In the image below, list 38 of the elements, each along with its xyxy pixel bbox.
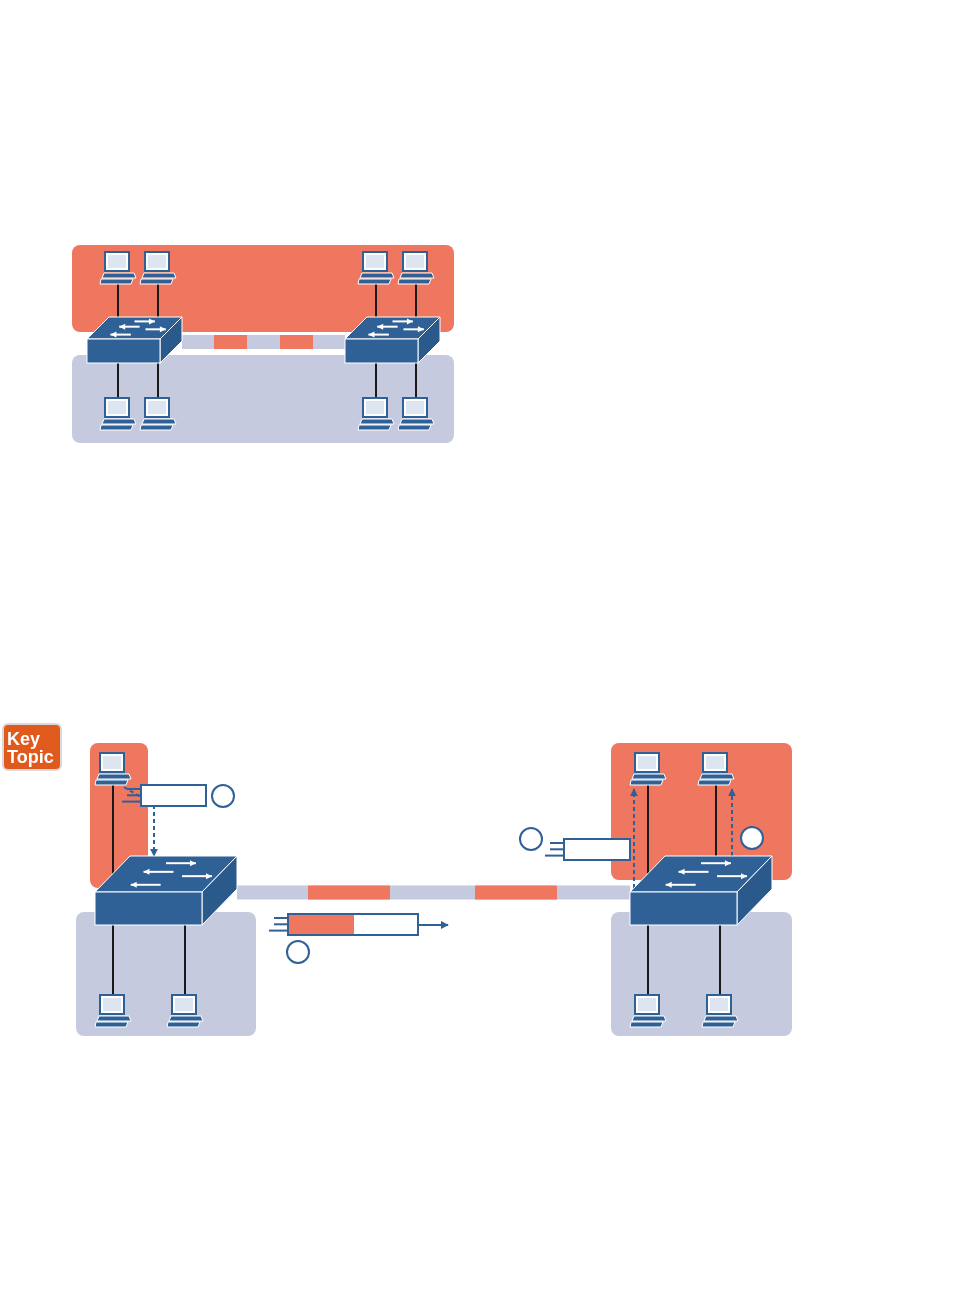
cable-line [157, 362, 159, 399]
computer-icon [139, 251, 177, 285]
computer-icon [139, 397, 177, 431]
computer-icon [94, 752, 132, 786]
switch-icon [86, 316, 183, 364]
cable-line [415, 283, 417, 318]
computer-icon [701, 994, 739, 1028]
computer-icon [357, 251, 395, 285]
computer-icon [629, 752, 667, 786]
computer-icon [397, 251, 435, 285]
cable-line [415, 362, 417, 399]
switch-icon [94, 855, 238, 926]
cable-line [375, 283, 377, 318]
cable-line [117, 362, 119, 399]
cable-line [117, 283, 119, 318]
computer-icon [629, 994, 667, 1028]
computer-icon [99, 397, 137, 431]
computer-icon [397, 397, 435, 431]
computer-icon [94, 994, 132, 1028]
computer-icon [166, 994, 204, 1028]
cable-line [375, 362, 377, 399]
cable-line [112, 784, 114, 875]
cable-line [157, 283, 159, 318]
computer-icon [357, 397, 395, 431]
computer-icon [697, 752, 735, 786]
arrow [630, 788, 638, 889]
arrow [728, 788, 736, 857]
switch-icon [344, 316, 441, 364]
cable-line [719, 924, 721, 996]
cable-line [647, 924, 649, 996]
cable-line [112, 924, 114, 996]
switch-icon [629, 855, 773, 926]
computer-icon [99, 251, 137, 285]
cable-line [647, 784, 649, 875]
arrow [123, 786, 158, 857]
cable-line [715, 784, 717, 857]
cable-line [184, 924, 186, 996]
key-topic-badge: Key Topic [2, 723, 62, 771]
